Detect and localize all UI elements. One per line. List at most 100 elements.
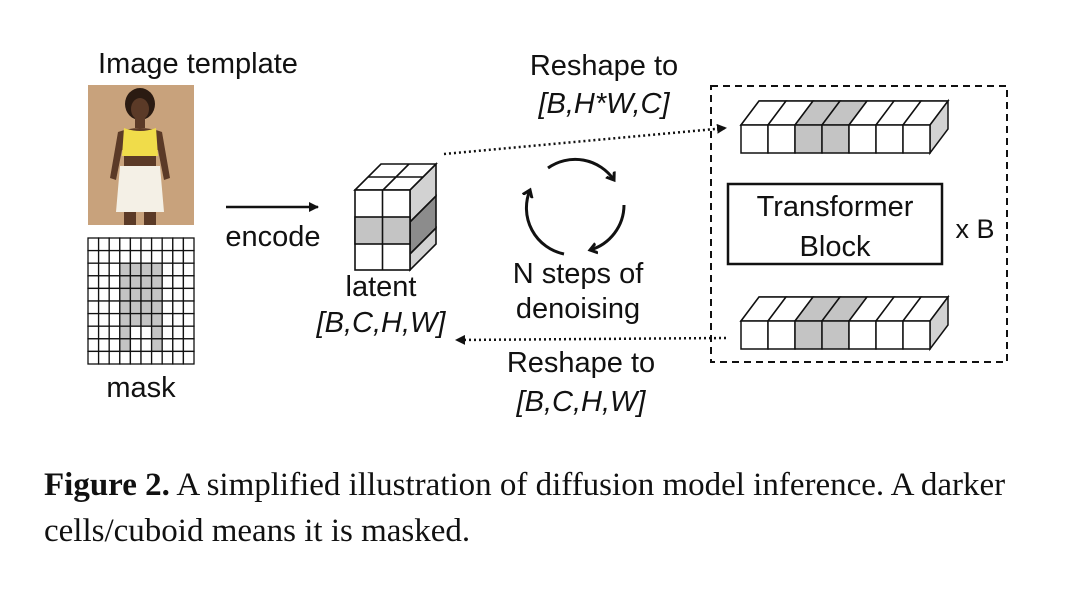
mask-cell (150, 350, 163, 365)
mask-cell (172, 300, 185, 315)
mask-cell (108, 262, 121, 277)
mask-cell (161, 275, 174, 290)
template-photo (88, 85, 194, 225)
mask-cell (87, 312, 100, 327)
token-cell (875, 124, 904, 154)
denoise-label-line1: N steps of (513, 258, 644, 290)
reshape-bottom-arrow (455, 334, 727, 345)
mask-cell (87, 275, 100, 290)
mask-cell (119, 275, 132, 290)
mask-cell (129, 350, 142, 365)
mask-cell (97, 338, 110, 353)
mask-cell (97, 275, 110, 290)
mask-cell (108, 287, 121, 302)
mask-cell (129, 312, 142, 327)
figure-caption: Figure 2. A simplified illustration of d… (44, 462, 1054, 554)
image-template-label: Image template (98, 48, 298, 80)
token-cell (740, 320, 769, 350)
mask-cell (97, 325, 110, 340)
mask-cell (129, 325, 142, 340)
mask-cell (119, 325, 132, 340)
mask-cell (119, 262, 132, 277)
mask-cell (161, 300, 174, 315)
mask-cell (161, 287, 174, 302)
mask-cell (129, 249, 142, 264)
token-cell (821, 320, 850, 350)
mask-cell (87, 300, 100, 315)
mask-cell (108, 350, 121, 365)
mask-cell (172, 287, 185, 302)
mask-cell (119, 312, 132, 327)
mask-cell (108, 237, 121, 252)
mask-cell (87, 262, 100, 277)
token-cell (767, 124, 796, 154)
reshape-top-shape: [B,H*W,C] (537, 88, 670, 120)
mask-cell (87, 338, 100, 353)
mask-cell (161, 338, 174, 353)
mask-cell (119, 237, 132, 252)
mask-cell (150, 275, 163, 290)
mask-cell (150, 237, 163, 252)
mask-cell (182, 262, 195, 277)
mask-cell (129, 237, 142, 252)
mask-cell (87, 249, 100, 264)
mask-cell (172, 237, 185, 252)
mask-cell (172, 312, 185, 327)
token-cell (902, 124, 931, 154)
mask-cell (87, 237, 100, 252)
mask-cell (182, 237, 195, 252)
encode-label: encode (225, 221, 320, 253)
mask-cell (129, 275, 142, 290)
mask-cell (150, 287, 163, 302)
transformer-block-line2: Block (800, 231, 871, 263)
mask-cell (119, 249, 132, 264)
mask-cell (97, 237, 110, 252)
mask-cell (140, 287, 153, 302)
token-cell (875, 320, 904, 350)
mask-cell (97, 287, 110, 302)
mask-grid (87, 237, 195, 365)
cutoff-text (44, 582, 1054, 596)
mask-cell (97, 350, 110, 365)
mask-cell (140, 312, 153, 327)
mask-cell (140, 300, 153, 315)
mask-cell (119, 287, 132, 302)
mask-cell (97, 262, 110, 277)
mask-cell (150, 249, 163, 264)
transformer-container (710, 85, 1008, 363)
mask-label: mask (106, 372, 176, 404)
mask-cell (140, 350, 153, 365)
mask-cell (161, 249, 174, 264)
mask-cell (172, 338, 185, 353)
mask-cell (161, 350, 174, 365)
token-cell (821, 124, 850, 154)
latent-cube (353, 162, 438, 272)
mask-cell (150, 325, 163, 340)
reshape-bottom-label: Reshape to (507, 347, 655, 379)
mask-cell (87, 350, 100, 365)
mask-cell (108, 325, 121, 340)
mask-cell (140, 262, 153, 277)
mask-cell (108, 338, 121, 353)
mask-cell (87, 325, 100, 340)
mask-cell (182, 325, 195, 340)
mask-cell (140, 275, 153, 290)
token-cell (740, 124, 769, 154)
mask-cell (150, 338, 163, 353)
token-cell (902, 320, 931, 350)
mask-cell (182, 300, 195, 315)
mask-cell (119, 338, 132, 353)
mask-cell (87, 287, 100, 302)
token-cell (848, 320, 877, 350)
mask-cell (97, 300, 110, 315)
mask-cell (172, 350, 185, 365)
token-cell (848, 124, 877, 154)
mask-cell (172, 249, 185, 264)
mask-cell (97, 249, 110, 264)
mask-cell (108, 275, 121, 290)
mask-cell (161, 237, 174, 252)
transformer-block (726, 182, 944, 266)
mask-cell (182, 249, 195, 264)
mask-cell (161, 312, 174, 327)
